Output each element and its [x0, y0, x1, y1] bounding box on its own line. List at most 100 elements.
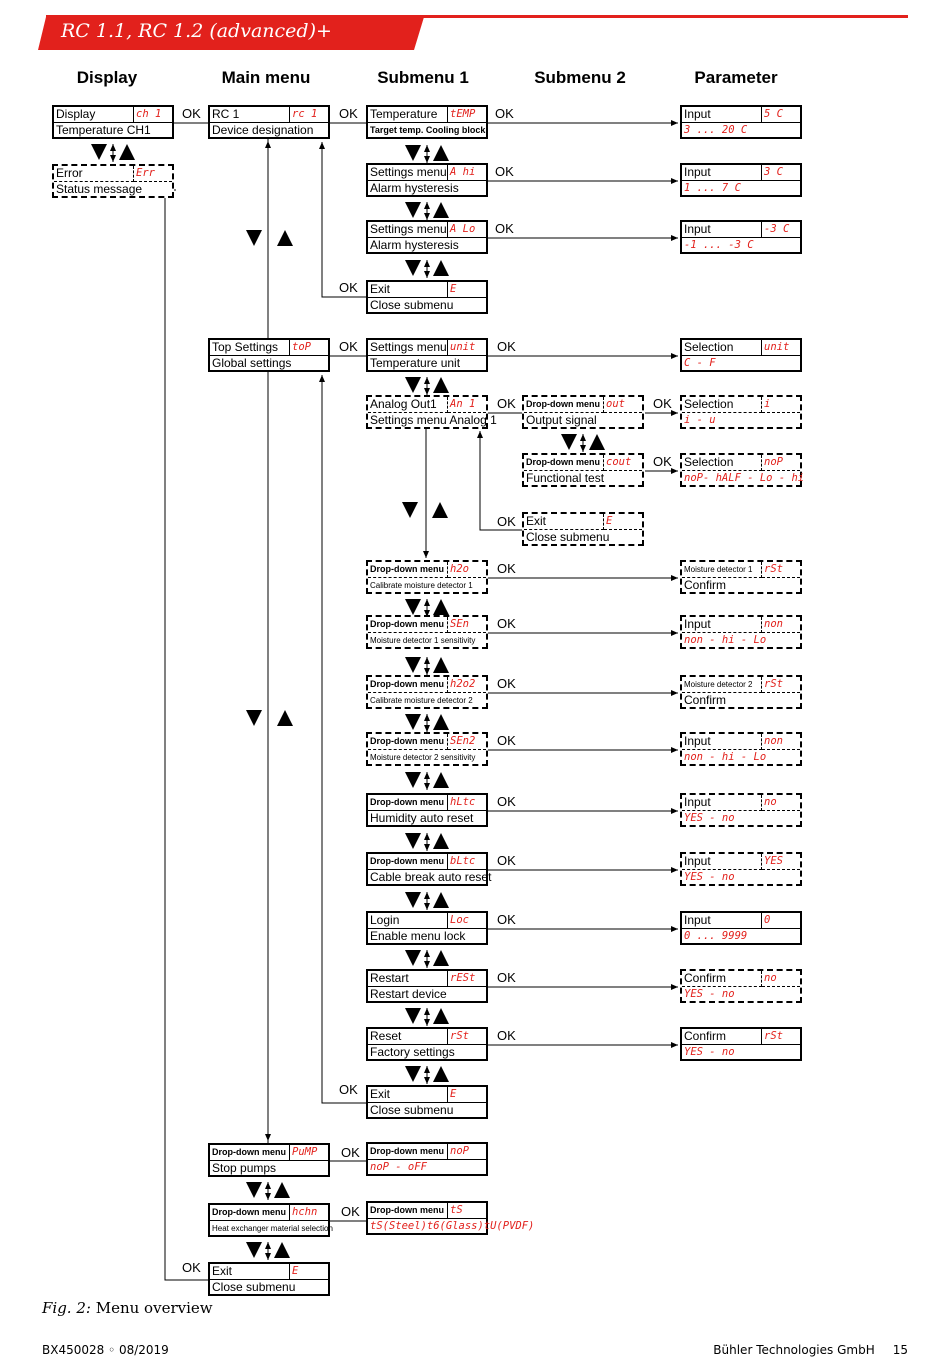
display-code: noP [764, 456, 783, 468]
menu-box-description-cell: -1 ... -3 C [682, 238, 800, 252]
display-code: rc 1 [292, 108, 318, 120]
menu-box-description-cell: Status message [54, 182, 172, 196]
nav-up-arrow-icon [119, 144, 135, 160]
ok-label: OK [497, 561, 516, 576]
menu-box-label: Drop-down menu [370, 679, 444, 689]
menu-box-label: Drop-down menu [526, 399, 600, 409]
display-code: SEn2 [450, 735, 476, 747]
menu-box-description-cell: Factory settings [368, 1045, 486, 1059]
nav-down-arrow-icon [405, 950, 421, 966]
menu-box-description: noP- hALF - Lo - hi [684, 472, 805, 484]
display-code: 5 C [764, 108, 783, 120]
menu-box-description: Calibrate moisture detector 1 [370, 581, 473, 590]
menu-box-description-cell: i - u [682, 413, 800, 427]
display-code: An 1 [450, 398, 476, 410]
header-red-bar [38, 17, 424, 50]
nav-down-arrow-icon [405, 202, 421, 218]
menu-box-code-cell: h2o2 [448, 677, 486, 693]
menu-box-code-cell: non [762, 734, 800, 750]
menu-box-description-cell: YES - no [682, 987, 800, 1001]
menu-box-label: Drop-down menu [370, 564, 444, 574]
menu-box-label: Input [684, 107, 711, 121]
menu-box-code-cell: no [762, 795, 800, 811]
menu-box-label-cell: Drop-down menu [368, 1203, 448, 1219]
column-header-submenu-1: Submenu 1 [377, 68, 469, 87]
menu-box-label: Login [370, 913, 400, 927]
menu-box-description-cell: 0 ... 9999 [682, 929, 800, 943]
display-code: rESt [450, 972, 476, 984]
display-code: rSt [450, 1030, 469, 1042]
menu-box-label: Drop-down menu [370, 1146, 444, 1156]
ok-label: OK [182, 1260, 201, 1275]
menu-box-description-cell: Functional test [524, 471, 642, 485]
column-header-main-menu: Main menu [221, 68, 311, 87]
menu-box-label-cell: Selection [682, 397, 762, 413]
menu-box-description-cell: Close submenu [368, 298, 486, 312]
menu-box-label: Confirm [684, 1029, 727, 1043]
menu-box-label-cell: Drop-down menu [368, 677, 448, 693]
menu-box-description: Cable break auto reset [370, 870, 492, 884]
menu-box-label-cell: Reset [368, 1029, 448, 1045]
menu-box-label: Analog Out1 [370, 397, 437, 411]
menu-box-code-cell: YES [762, 854, 800, 870]
ok-label: OK [495, 164, 514, 179]
display-code: out [606, 398, 625, 410]
display-code: Err [136, 167, 155, 179]
menu-box-description: YES - no [684, 812, 735, 824]
nav-down-arrow-icon [405, 892, 421, 908]
menu-box-description-cell: Settings menu Analog 1 [368, 413, 497, 427]
menu-box-code-cell: E [448, 1087, 486, 1103]
menu-box-description-cell: Close submenu [210, 1280, 328, 1294]
display-code: Loc [450, 914, 469, 926]
menu-box-label: Moisture detector 2 [684, 680, 753, 689]
nav-up-arrow-icon [433, 1066, 449, 1082]
nav-down-arrow-icon [405, 1008, 421, 1024]
display-code: YES [764, 855, 783, 867]
menu-box-description: 3 ... 20 C [684, 124, 748, 136]
menu-box-code-cell: Loc [448, 913, 486, 929]
menu-box-description: Factory settings [370, 1045, 455, 1059]
figure-caption: Fig. 2: Menu overview [42, 1299, 213, 1317]
menu-box-description-cell: Enable menu lock [368, 929, 486, 943]
menu-box-description: Confirm [684, 578, 727, 592]
nav-up-arrow-icon [433, 202, 449, 218]
menu-box-code-cell: An 1 [448, 397, 486, 413]
menu-box-label: Drop-down menu [370, 736, 444, 746]
menu-box-label: Selection [684, 455, 734, 469]
menu-box-label-cell: Analog Out1 [368, 397, 448, 413]
ok-label: OK [341, 1204, 360, 1219]
menu-box-description: Temperature CH1 [56, 123, 151, 137]
return-line-exit2 [319, 375, 366, 1104]
menu-box-description-cell: Temperature unit [368, 356, 486, 370]
menu-box-description-cell: Calibrate moisture detector 1 [368, 578, 486, 592]
menu-box-description: YES - no [684, 988, 735, 1000]
display-code: E [606, 515, 613, 527]
menu-box-label-cell: Error [54, 166, 134, 182]
display-code: h2o [450, 563, 469, 575]
menu-box-label: Drop-down menu [212, 1147, 286, 1157]
menu-box-label: Settings menu [370, 222, 447, 236]
menu-box-label: Drop-down menu [370, 856, 444, 866]
menu-box-label: Selection [684, 340, 734, 354]
display-code: E [450, 283, 457, 295]
menu-box-description: Device designation [212, 123, 314, 137]
ok-label: OK [495, 106, 514, 121]
nav-up-arrow-icon [433, 1008, 449, 1024]
ok-label: OK [653, 396, 672, 411]
nav-up-arrow-icon [432, 502, 448, 518]
ok-label: OK [497, 514, 516, 529]
menu-box-description: -1 ... -3 C [684, 239, 754, 251]
display-code: no [764, 972, 777, 984]
